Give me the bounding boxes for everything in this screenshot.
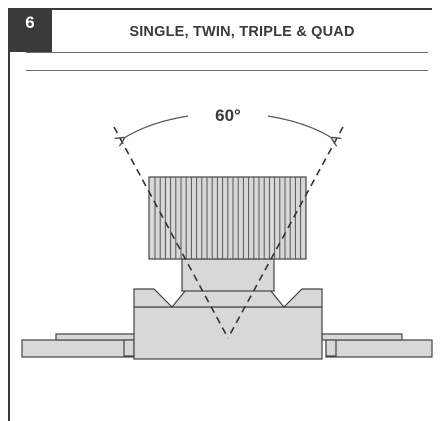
heatsink-fins [154, 177, 307, 259]
beam-edge-left [113, 126, 229, 339]
beam-angle-label: 60° [215, 106, 241, 125]
housing-shoulder-left [133, 288, 174, 308]
title-divider [26, 70, 428, 71]
bezel-clip-right [325, 339, 337, 357]
ceiling-left [21, 339, 135, 358]
beam-edge-right [227, 126, 344, 339]
section-title: SINGLE, TWIN, TRIPLE & QUAD [129, 24, 355, 40]
housing-body [133, 306, 323, 360]
bezel-flange-right [321, 333, 403, 341]
ceiling-right [325, 339, 433, 358]
lamp-neck [181, 258, 275, 292]
angle-arc-right [267, 115, 332, 138]
bezel-clip-left [123, 339, 135, 357]
angle-arc-left [124, 115, 189, 138]
panel-frame [8, 8, 432, 421]
bezel-flange-left [55, 333, 137, 341]
housing-shoulder-right [282, 288, 323, 308]
title-underline [26, 52, 428, 53]
section-number-badge: 6 [8, 8, 52, 52]
inner-ring [170, 289, 286, 308]
